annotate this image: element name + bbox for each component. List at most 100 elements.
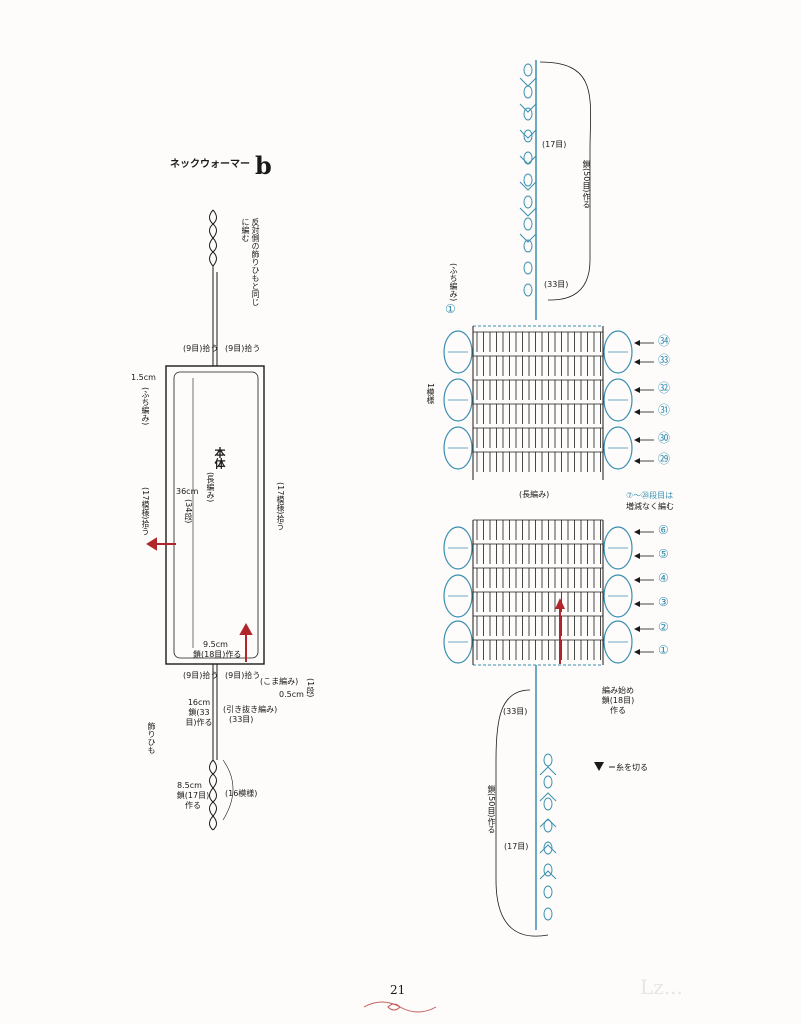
diagram-title-letter: b: [255, 151, 272, 180]
top-cord-fan: [519, 103, 537, 113]
border-shell: [443, 330, 473, 374]
top-50-label: 鎖(50目)作る: [582, 160, 591, 209]
top-cord-stitch: [523, 85, 533, 99]
top-33-label: (33目): [544, 280, 569, 289]
top-17-label: (17目): [542, 140, 567, 149]
bottom-cord-stitch: [543, 841, 553, 855]
chain-33-label: 鎖(33目)作る: [185, 708, 213, 727]
left-side-label: (17模様)拾う: [141, 487, 150, 536]
knot-length-label: 8.5cm: [177, 781, 202, 790]
start-circle: ①: [445, 302, 456, 316]
border-shell: [443, 426, 473, 470]
bottom-cord: [209, 664, 234, 831]
row-pointer-head: [634, 649, 640, 655]
row-pointer-head: [634, 529, 640, 535]
border-shell: [603, 426, 633, 470]
border-shell: [443, 378, 473, 422]
bottom-bracket: [495, 689, 549, 937]
bottom-cord-fan: [539, 870, 557, 880]
border-shell: [603, 574, 633, 618]
row-number: ㉜: [658, 381, 671, 395]
row-direction-arrowhead: [555, 598, 565, 609]
top-cord-fan: [519, 233, 537, 243]
rows-note-line2: 増減なく編む: [626, 502, 674, 511]
top-cord-stitch: [523, 129, 533, 143]
base-width-label: 9.5cm: [203, 640, 228, 649]
top-cord-stitch: [523, 239, 533, 253]
fuchi-label: (ふち編み): [141, 387, 150, 426]
row-pointer-head: [634, 437, 640, 443]
bottom-cord-fan: [539, 844, 557, 854]
top-cord-fan: [519, 155, 537, 165]
row-pointer-head: [634, 387, 640, 393]
cut-legend-text: ＝糸を切る: [608, 763, 648, 772]
row-pointer-head: [634, 626, 640, 632]
top-cord-stitch: [523, 173, 533, 187]
top-cord-stitch: [523, 63, 533, 77]
kazari-label: 飾りひも: [147, 722, 156, 754]
border-shell: [443, 620, 473, 664]
reverse-note: 反対側の飾りひもと同じに編む: [241, 218, 260, 306]
bottom-cord-stitch: [543, 885, 553, 899]
top-cord-stitch: [523, 195, 533, 209]
top-cord: [209, 209, 218, 366]
bottom-33-label: (33目): [503, 707, 528, 716]
border-shell: [603, 378, 633, 422]
bottom-cord-stitch: [543, 797, 553, 811]
pattern-16-label: (16模様): [225, 789, 258, 798]
bottom-pick-left: (9目)拾う: [183, 671, 219, 680]
top-cord-fan: [519, 207, 537, 217]
page-number: 21: [390, 983, 406, 997]
bottom-pick-right: (9目)拾う: [225, 671, 261, 680]
row-number: ④: [658, 571, 669, 585]
row-number: ①: [658, 643, 669, 657]
row-number: ㉝: [658, 353, 671, 367]
bottom-cord-stitch: [543, 775, 553, 789]
watermark: Lz...: [640, 975, 683, 999]
diagram-title: ネックウォーマー: [170, 159, 250, 170]
pick-label-top-left: (9目)拾う: [183, 344, 219, 353]
body-stitch-label: (長編み): [206, 472, 215, 503]
row-pointer-head: [634, 553, 640, 559]
border-shell: [443, 574, 473, 618]
cord-length-label: 16cm: [187, 698, 211, 707]
row-number: ㉚: [658, 431, 671, 445]
rows-label: (34段): [184, 499, 193, 524]
row-number: ㉙: [658, 452, 671, 466]
body-inner: [173, 371, 259, 659]
border-shell: [603, 620, 633, 664]
height-label: 36cm: [176, 487, 199, 496]
one-pattern-label: 1模様: [426, 383, 435, 405]
ornament-icon: [363, 1001, 437, 1013]
bottom-cord-stitch: [543, 863, 553, 877]
top-cord-fan: [519, 129, 537, 139]
bottom-cord-stitch: [543, 907, 553, 921]
half-cm-label: 0.5cm: [279, 690, 304, 699]
top-cord-stitch: [523, 283, 533, 297]
start-note: 編み始め鎖(18目)作る: [601, 686, 635, 715]
row-pointer-head: [634, 409, 640, 415]
top-cord-stitch: [523, 261, 533, 275]
row-number: ⑤: [658, 547, 669, 561]
row-number: ㉞: [658, 334, 671, 348]
top-cord-fan: [519, 77, 537, 87]
border-width-label: 1.5cm: [131, 373, 156, 382]
hiki-label: (引き抜き編み): [223, 705, 278, 714]
row-pointer-head: [634, 601, 640, 607]
row-number: ⑥: [658, 523, 669, 537]
center-stitch-label: (長編み): [519, 490, 550, 499]
row-number: ②: [658, 620, 669, 634]
top-cord-stitch: [523, 107, 533, 121]
bottom-cord-fan: [539, 818, 557, 828]
row-number: ㉛: [658, 403, 671, 417]
bottom-cord-stitch: [543, 819, 553, 833]
bottom-cord-fan: [539, 766, 557, 776]
row-pointer-head: [634, 340, 640, 346]
rows-note-line1: ⑦～㉘段目は: [626, 491, 674, 500]
pick-33-label: (33目): [229, 715, 254, 724]
chain-17-label: 鎖(17目)作る: [176, 791, 210, 810]
border-shell: [603, 330, 633, 374]
right-side-label: (17模様)拾う: [276, 482, 285, 531]
